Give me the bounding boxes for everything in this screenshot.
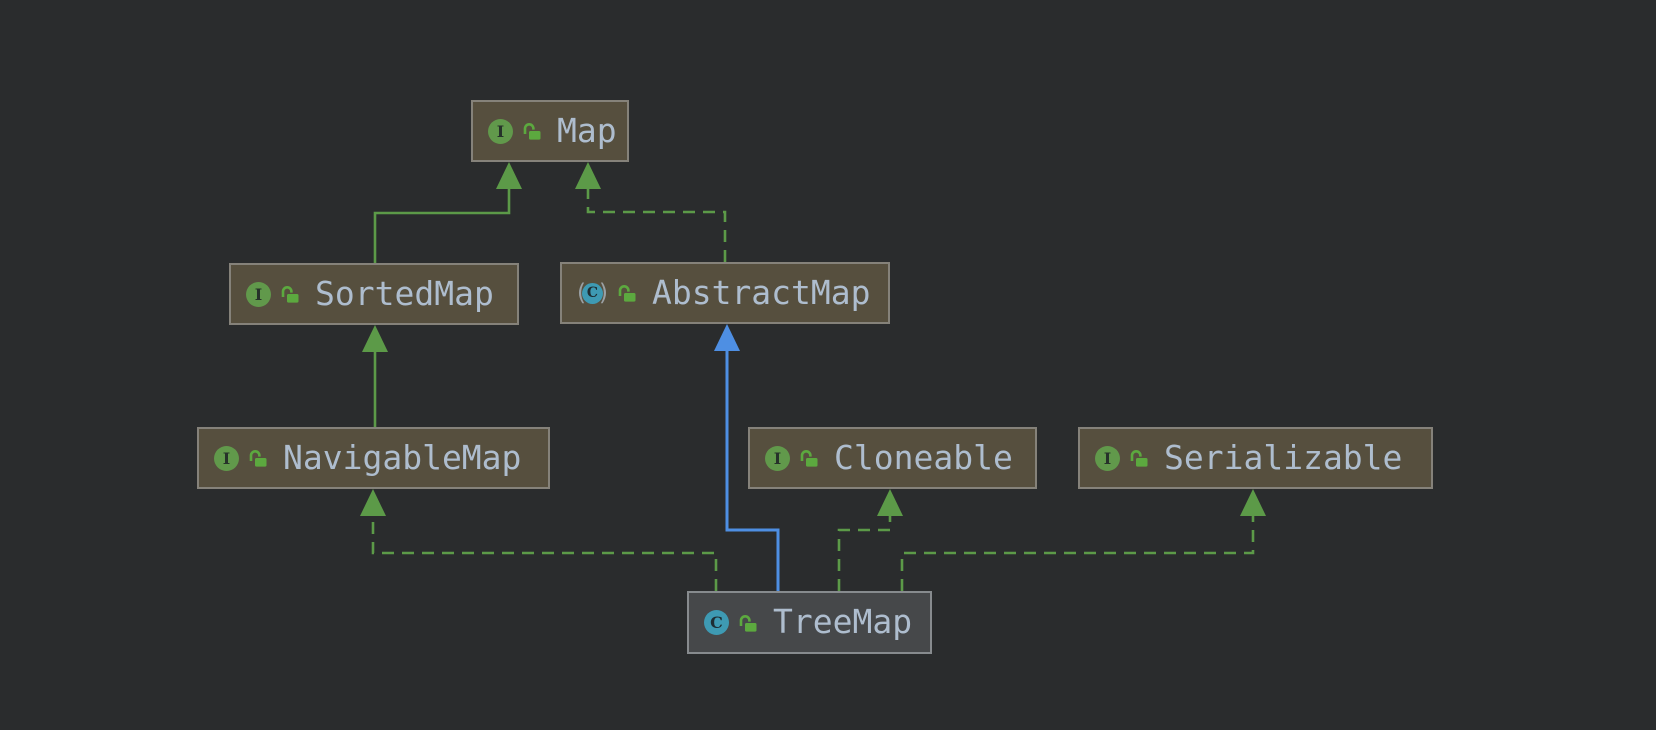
class-node-abstractmap[interactable]: (C) AbstractMap	[560, 262, 890, 324]
class-name-label: Map	[557, 110, 617, 150]
class-name-label: Serializable	[1164, 437, 1403, 477]
interface-letter: I	[214, 445, 239, 471]
interface-letter: I	[488, 118, 513, 144]
class-name-label: AbstractMap	[651, 272, 871, 312]
interface-letter: I	[765, 445, 790, 471]
edge-line-implements	[900, 515, 1255, 591]
edge-line-extends	[373, 188, 511, 263]
interface-icon: I	[1095, 445, 1120, 471]
class-node-cloneable[interactable]: I Cloneable	[748, 427, 1037, 489]
arrowhead-icon	[496, 162, 522, 189]
interface-letter: I	[1095, 445, 1120, 471]
edge-sortedmap-extends-map[interactable]	[373, 162, 522, 263]
unlocked-icon	[249, 450, 267, 467]
edge-navigablemap-extends-sortedmap[interactable]	[362, 325, 388, 427]
class-node-map[interactable]: I Map	[471, 100, 629, 162]
arrowhead-icon	[360, 489, 386, 516]
interface-icon: I	[246, 281, 271, 307]
unlocked-icon	[281, 286, 299, 303]
arrowhead-icon	[575, 162, 601, 189]
class-node-navigablemap[interactable]: I NavigableMap	[197, 427, 550, 489]
edge-treemap-implements-cloneable[interactable]	[837, 489, 903, 591]
arrowhead-icon	[877, 489, 903, 516]
interface-icon: I	[765, 445, 790, 471]
class-name-label: SortedMap	[315, 273, 494, 313]
edge-line-implements	[586, 188, 727, 262]
class-name-label: TreeMap	[773, 602, 913, 641]
interface-icon: I	[214, 445, 239, 471]
class-name-label: NavigableMap	[283, 437, 522, 477]
abstract-class-icon: (C)	[577, 279, 608, 306]
edge-treemap-implements-serializable[interactable]	[900, 489, 1266, 591]
interface-icon: I	[488, 118, 513, 144]
abstract-paren-icon: )	[598, 279, 608, 306]
unlocked-icon	[1130, 450, 1148, 467]
class-icon: C	[704, 610, 729, 635]
unlocked-icon	[523, 123, 541, 140]
class-node-sortedmap[interactable]: I SortedMap	[229, 263, 519, 325]
edge-line-implements	[371, 515, 718, 591]
abstract-paren-icon: (	[577, 281, 586, 304]
edge-line-implements	[837, 515, 892, 591]
arrowhead-icon	[1240, 489, 1266, 516]
unlocked-icon	[739, 614, 757, 632]
arrowhead-icon	[362, 325, 388, 352]
class-letter: C	[581, 282, 603, 304]
class-name-label: Cloneable	[834, 437, 1013, 477]
class-node-serializable[interactable]: I Serializable	[1078, 427, 1433, 489]
unlocked-icon	[800, 450, 818, 467]
edge-line-extends	[725, 350, 780, 591]
unlocked-icon	[618, 285, 636, 302]
class-node-treemap[interactable]: C TreeMap	[687, 591, 932, 654]
edge-abstractmap-implements-map[interactable]	[575, 162, 727, 262]
edge-treemap-implements-navigablemap[interactable]	[360, 489, 718, 591]
arrowhead-icon	[714, 324, 740, 351]
class-letter: C	[704, 610, 729, 635]
interface-letter: I	[246, 281, 271, 307]
